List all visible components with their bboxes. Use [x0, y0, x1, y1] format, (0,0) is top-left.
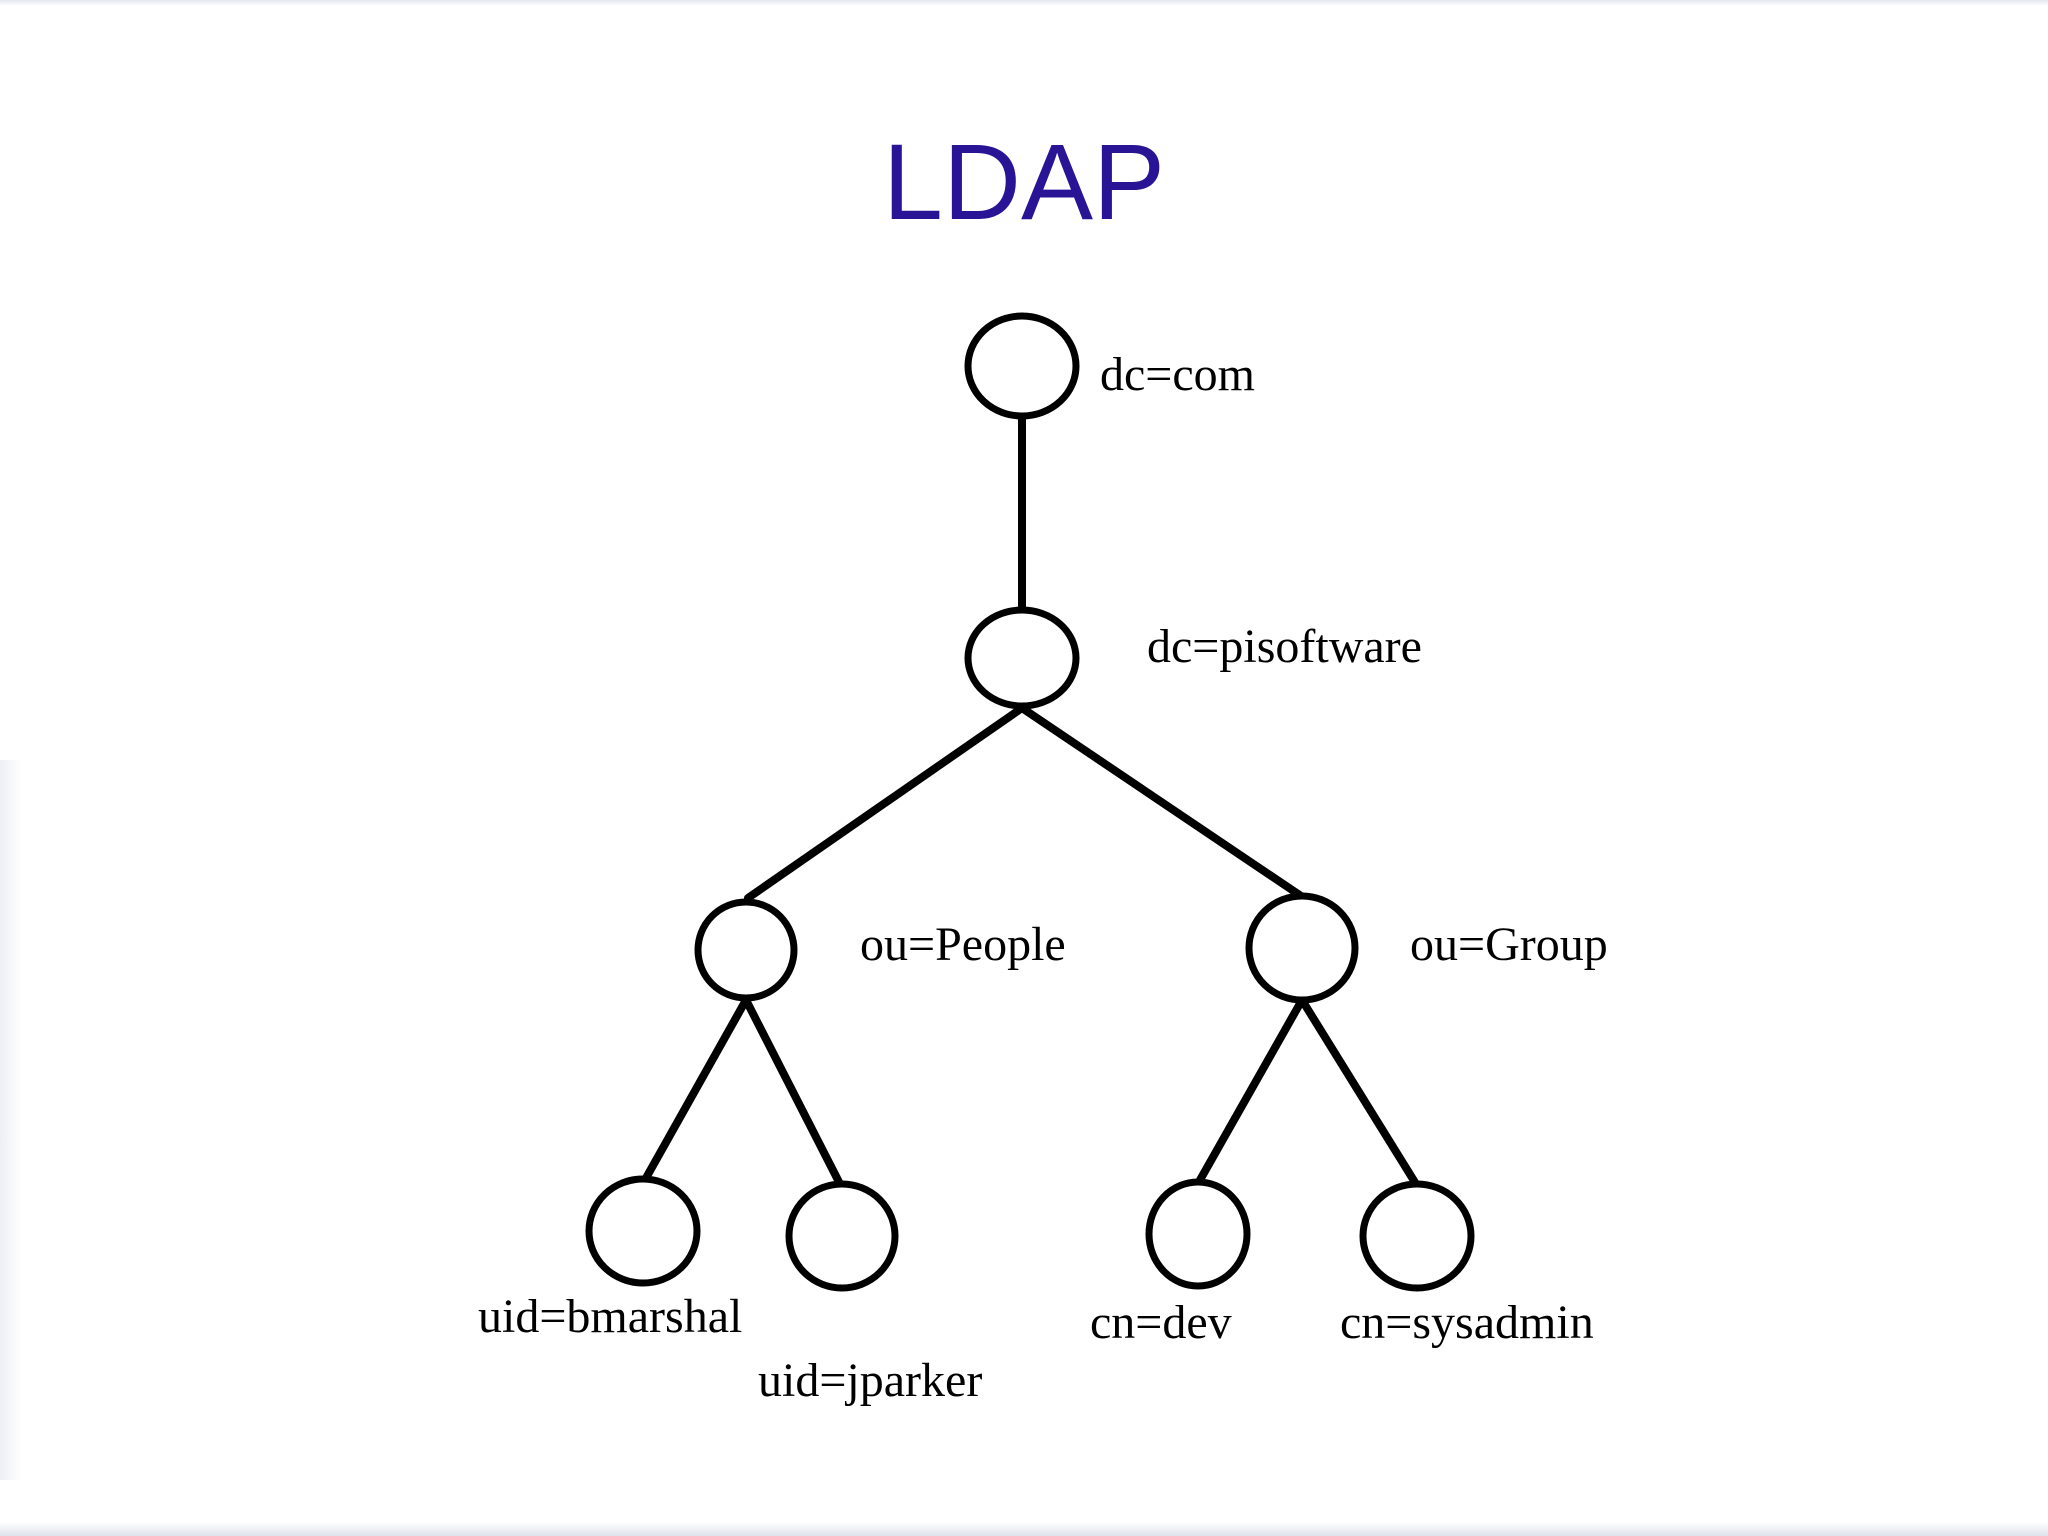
slide-title: LDAP — [882, 121, 1166, 242]
edge-group-sysadmin — [1298, 996, 1420, 1188]
label-dc-com: dc=com — [1100, 348, 1255, 401]
label-dc-pisoftware: dc=pisoftware — [1147, 620, 1422, 673]
node-cn-dev — [1145, 1178, 1251, 1290]
edge-group-dev — [1196, 996, 1306, 1184]
node-cn-sysadmin — [1359, 1180, 1475, 1292]
node-ou-group — [1245, 892, 1359, 1004]
edge-people-jparker — [742, 996, 844, 1188]
label-ou-group: ou=Group — [1410, 918, 1608, 971]
node-dc-pisoftware — [964, 606, 1080, 710]
label-cn-dev: cn=dev — [1090, 1296, 1232, 1349]
label-ou-people: ou=People — [860, 918, 1066, 971]
label-cn-sysadmin: cn=sysadmin — [1340, 1296, 1594, 1349]
edge-pisoftware-people — [744, 704, 1026, 902]
edge-pisoftware-group — [1018, 704, 1308, 902]
label-uid-bmarshal: uid=bmarshal — [478, 1290, 742, 1343]
slide-top-edge — [0, 0, 2048, 6]
node-uid-bmarshal — [585, 1175, 701, 1287]
node-ou-people — [694, 898, 798, 1002]
slide-left-edge — [0, 760, 22, 1480]
slide-bottom-edge — [0, 1522, 2048, 1536]
node-dc-com — [964, 312, 1080, 420]
node-uid-jparker — [785, 1180, 899, 1292]
edge-people-bmarshal — [642, 996, 750, 1182]
label-uid-jparker: uid=jparker — [758, 1354, 982, 1407]
